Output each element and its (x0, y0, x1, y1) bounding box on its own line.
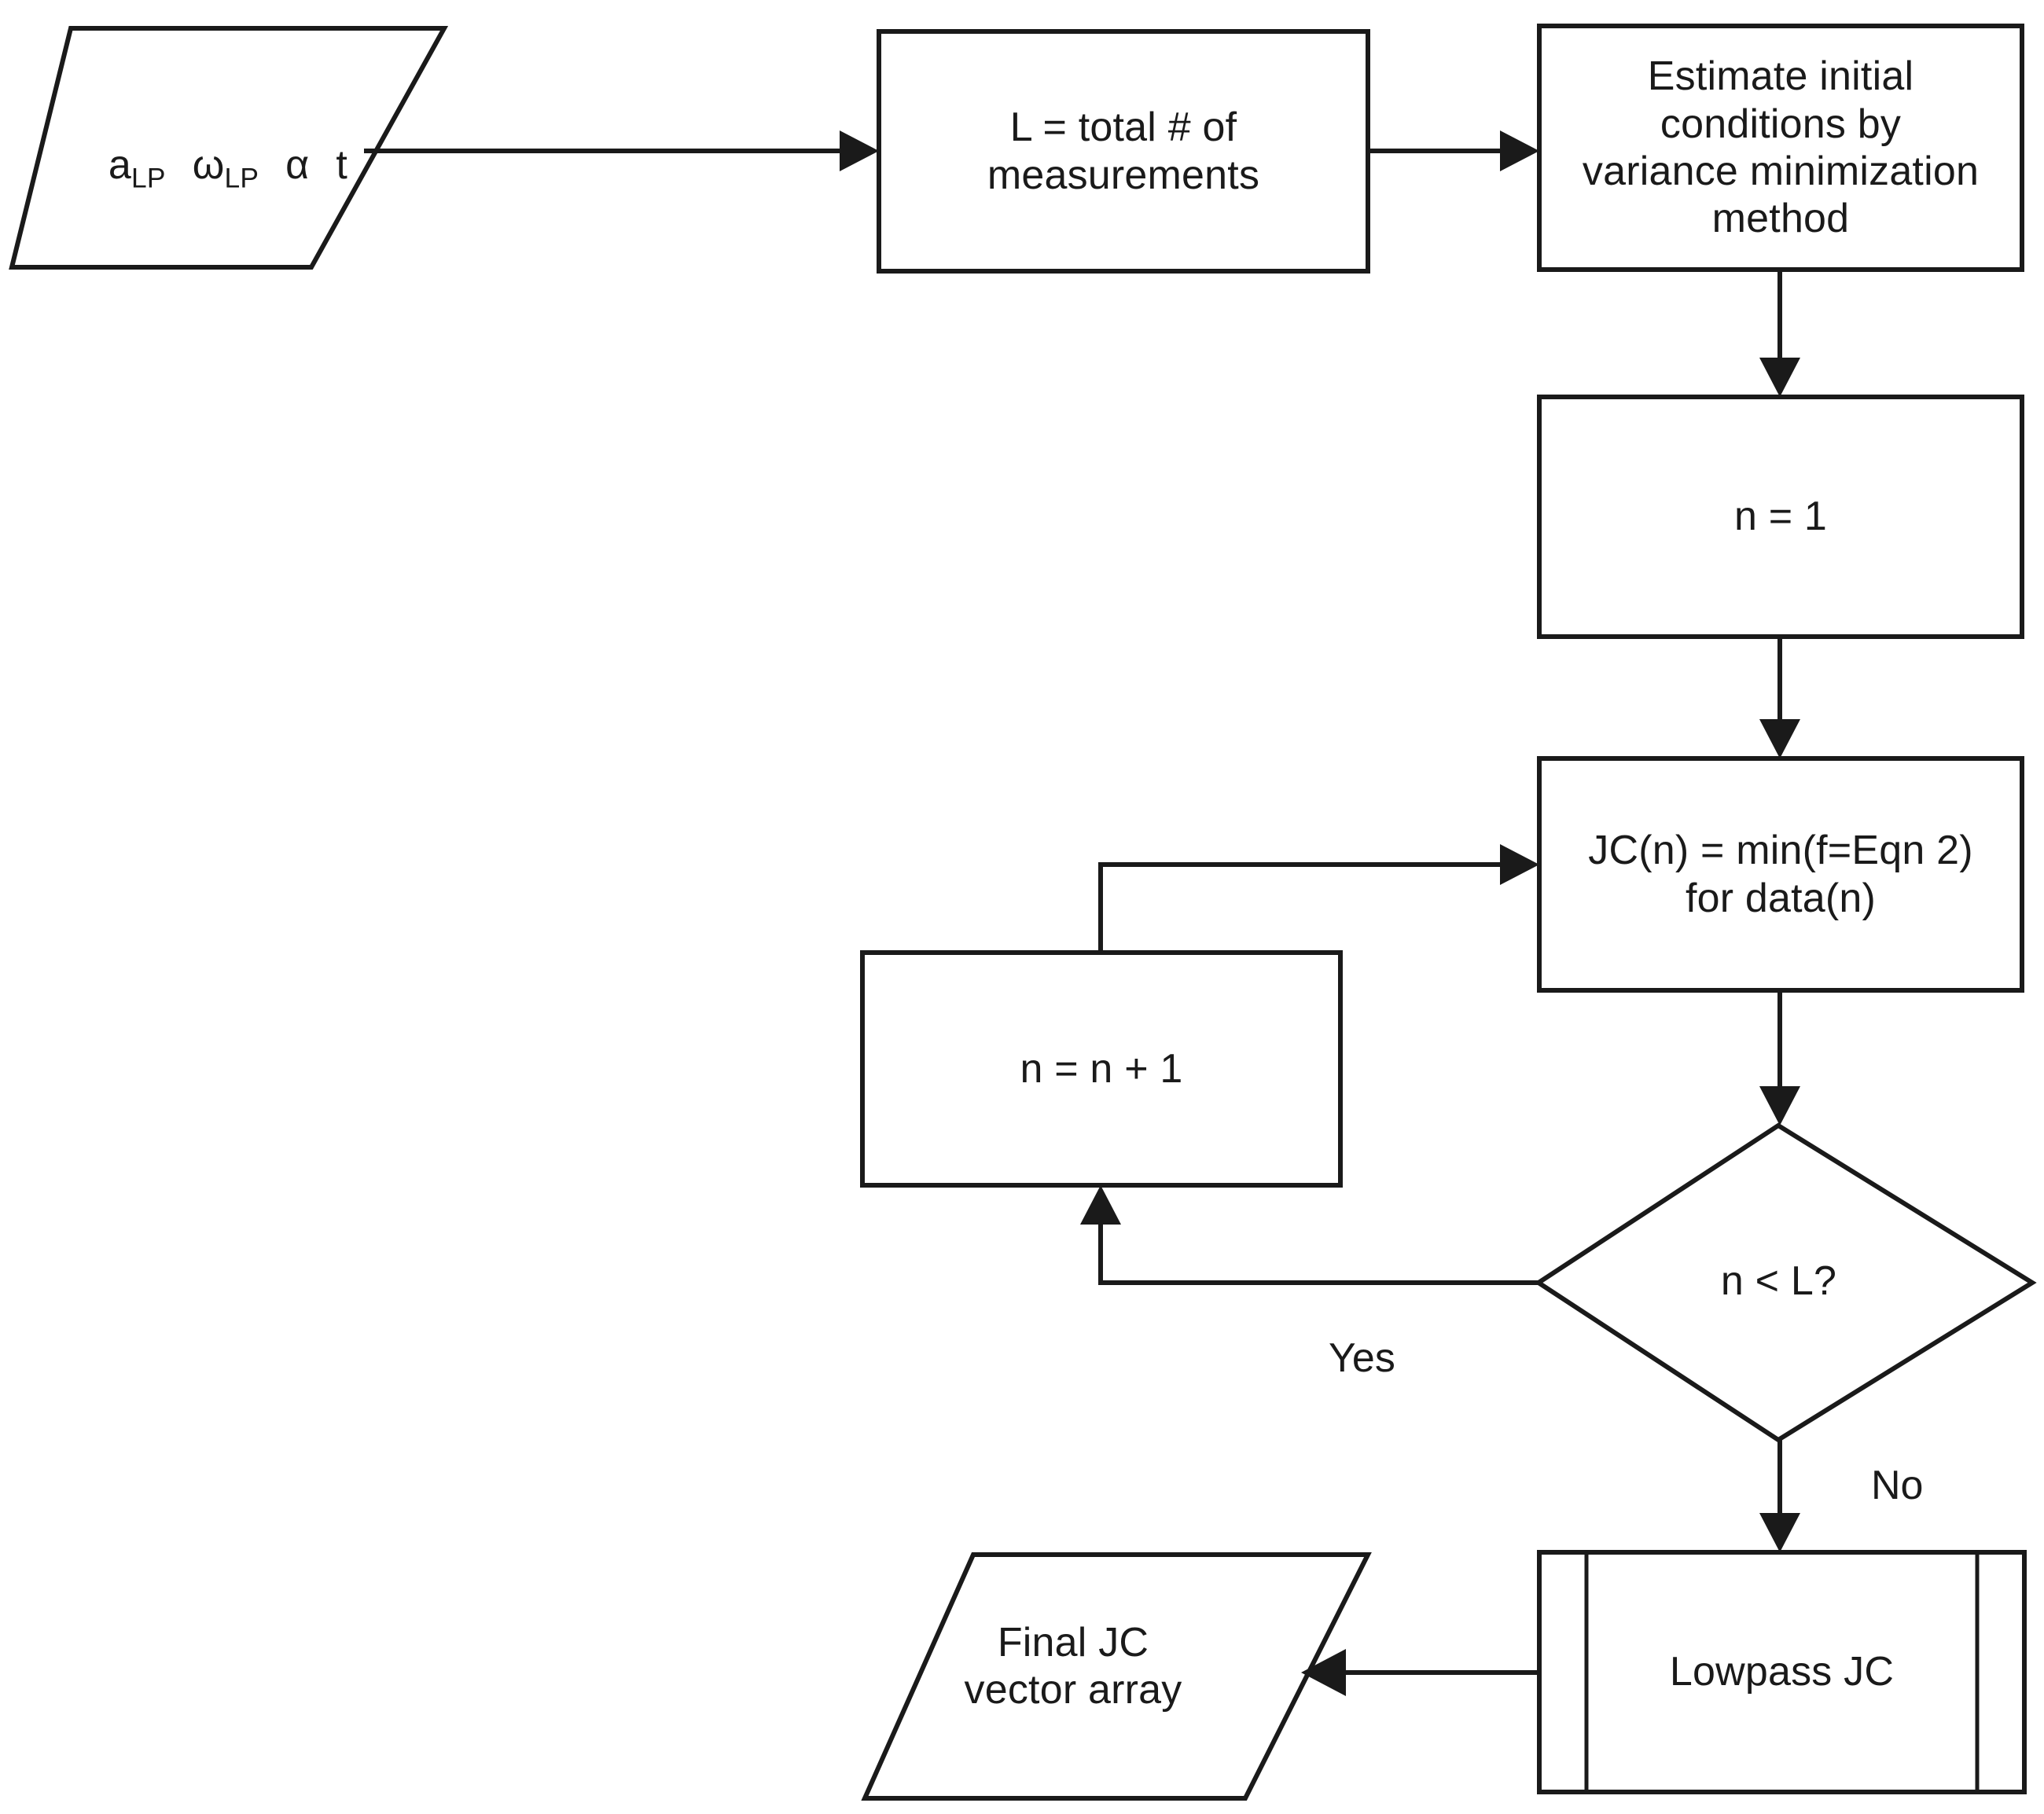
node-estimate-initial-shape (1537, 24, 2024, 272)
edge-total-to-estimate (1368, 130, 1539, 171)
edge-decision-yes-to-increment (1080, 1185, 1539, 1285)
node-total-measurements-shape (877, 29, 1370, 274)
node-init-counter-shape (1537, 395, 2024, 639)
edge-compute-to-decision (1759, 990, 1800, 1125)
node-increment-counter-shape (860, 950, 1343, 1188)
node-compute-jc-shape (1537, 756, 2024, 993)
edge-decision-no-to-lowpass (1759, 1440, 1800, 1552)
node-loop-decision-shape (1534, 1122, 2037, 1443)
edge-increment-to-compute (1098, 844, 1539, 953)
node-lowpass-jc-shape (1537, 1550, 2027, 1794)
edge-label-yes: Yes (1329, 1335, 1395, 1381)
edge-label-no: No (1871, 1463, 1924, 1508)
node-final-output-shape (861, 1552, 1372, 1801)
edge-init-to-compute (1759, 637, 1800, 758)
edge-estimate-to-init (1759, 270, 1800, 397)
node-input-params-shape (9, 26, 449, 270)
edge-input-to-total (364, 130, 879, 171)
edge-lowpass-to-final (1301, 1649, 1539, 1696)
